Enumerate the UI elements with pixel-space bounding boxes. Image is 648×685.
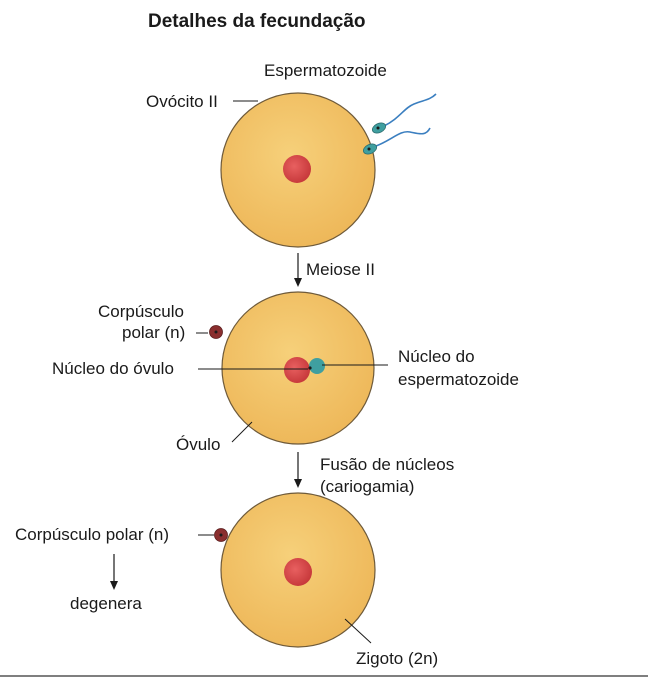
label-nucleo-esperm-line1: Núcleo do (398, 347, 475, 366)
sperm-nucleus (309, 358, 325, 374)
arrow-meiose (294, 253, 302, 287)
label-degenera: degenera (70, 594, 142, 613)
label-ovulo: Óvulo (176, 435, 221, 454)
label-meiose: Meiose II (306, 260, 375, 279)
ovum-nucleus (284, 357, 310, 383)
label-nucleo-esperm-line2: espermatozoide (398, 370, 519, 389)
arrow-fusao (294, 452, 302, 488)
zygote-leader (344, 618, 372, 644)
label-espermatozoide: Espermatozoide (264, 61, 387, 80)
label-ovocito: Ovócito II (146, 92, 218, 111)
diagram-title: Detalhes da fecundação (148, 11, 366, 32)
label-corpusculo-1-line1: Corpúsculo (98, 302, 184, 321)
zygote-nucleus (284, 558, 312, 586)
label-nucleo-ovulo: Núcleo do óvulo (52, 359, 174, 378)
label-fusao-line2: (cariogamia) (320, 477, 415, 496)
ovum-leader (231, 421, 253, 443)
label-corpusculo-1-line2: polar (n) (122, 323, 186, 342)
label-fusao-line1: Fusão de núcleos (320, 455, 455, 474)
arrow-degenera (110, 554, 118, 590)
label-corpusculo-2: Corpúsculo polar (n) (15, 525, 170, 544)
sperm-lower (362, 127, 431, 155)
sperm-upper (371, 93, 437, 134)
label-zigoto: Zigoto (2n) (356, 649, 439, 668)
oocyte-nucleus (283, 155, 311, 183)
